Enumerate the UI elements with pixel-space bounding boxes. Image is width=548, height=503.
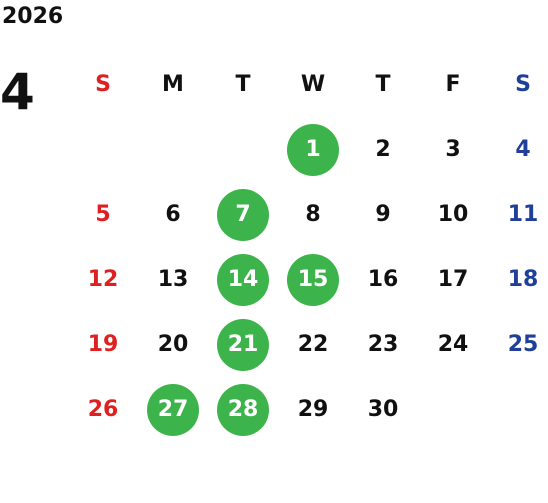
- day-cell[interactable]: 8: [278, 182, 348, 247]
- day-cell[interactable]: 19: [68, 312, 138, 377]
- day-number: 9: [375, 202, 391, 227]
- day-number: 12: [87, 267, 119, 292]
- empty-day-cell: [208, 117, 278, 182]
- day-number: 22: [297, 332, 329, 357]
- day-cell[interactable]: 29: [278, 377, 348, 442]
- day-cell[interactable]: 28: [208, 377, 278, 442]
- day-number: 30: [367, 397, 399, 422]
- day-number: 3: [445, 137, 461, 162]
- weekday-header: M: [162, 72, 184, 97]
- day-cell[interactable]: 9: [348, 182, 418, 247]
- day-cell[interactable]: 22: [278, 312, 348, 377]
- weekday-header: F: [445, 72, 461, 97]
- day-cell[interactable]: 13: [138, 247, 208, 312]
- day-cell[interactable]: 2: [348, 117, 418, 182]
- day-number: 10: [437, 202, 469, 227]
- day-number-highlighted: 28: [217, 383, 269, 436]
- day-cell[interactable]: 5: [68, 182, 138, 247]
- day-number: 26: [87, 397, 119, 422]
- day-number: 16: [367, 267, 399, 292]
- day-number-highlighted: 27: [147, 383, 199, 436]
- day-number: 2: [375, 137, 391, 162]
- day-cell[interactable]: 30: [348, 377, 418, 442]
- weekday-header: S: [515, 72, 531, 97]
- year-label: 2026: [2, 4, 64, 29]
- day-number: 23: [367, 332, 399, 357]
- day-number: 13: [157, 267, 189, 292]
- day-number: 4: [515, 137, 531, 162]
- day-cell[interactable]: 23: [348, 312, 418, 377]
- weekday-header: W: [300, 72, 326, 97]
- day-cell[interactable]: 3: [418, 117, 488, 182]
- day-cell[interactable]: 7: [208, 182, 278, 247]
- day-cell[interactable]: 26: [68, 377, 138, 442]
- day-cell[interactable]: 4: [488, 117, 548, 182]
- day-cell[interactable]: 12: [68, 247, 138, 312]
- month-number: 4: [0, 63, 35, 121]
- day-number: 24: [437, 332, 469, 357]
- day-number: 29: [297, 397, 329, 422]
- day-cell[interactable]: 21: [208, 312, 278, 377]
- day-number: 11: [507, 202, 539, 227]
- day-cell[interactable]: 16: [348, 247, 418, 312]
- day-number-highlighted: 1: [287, 123, 339, 176]
- day-number-highlighted: 15: [287, 253, 339, 306]
- day-cell[interactable]: 10: [418, 182, 488, 247]
- day-cell[interactable]: 24: [418, 312, 488, 377]
- day-cell[interactable]: 18: [488, 247, 548, 312]
- empty-day-cell: [138, 117, 208, 182]
- day-cell[interactable]: 14: [208, 247, 278, 312]
- weekday-header: S: [95, 72, 111, 97]
- day-cell[interactable]: 15: [278, 247, 348, 312]
- day-number-highlighted: 21: [217, 318, 269, 371]
- day-number-highlighted: 7: [217, 188, 269, 241]
- day-number: 17: [437, 267, 469, 292]
- weekday-header: T: [235, 72, 251, 97]
- day-number: 19: [87, 332, 119, 357]
- day-cell[interactable]: 11: [488, 182, 548, 247]
- day-cell[interactable]: 27: [138, 377, 208, 442]
- day-cell[interactable]: 17: [418, 247, 488, 312]
- day-cell[interactable]: 1: [278, 117, 348, 182]
- day-number: 25: [507, 332, 539, 357]
- day-number: 20: [157, 332, 189, 357]
- day-number-highlighted: 14: [217, 253, 269, 306]
- day-number: 5: [95, 202, 111, 227]
- day-number: 8: [305, 202, 321, 227]
- day-number: 6: [165, 202, 181, 227]
- day-cell[interactable]: 25: [488, 312, 548, 377]
- day-cell[interactable]: 6: [138, 182, 208, 247]
- day-cell[interactable]: 20: [138, 312, 208, 377]
- weekday-header: T: [375, 72, 391, 97]
- empty-day-cell: [68, 117, 138, 182]
- day-number: 18: [507, 267, 539, 292]
